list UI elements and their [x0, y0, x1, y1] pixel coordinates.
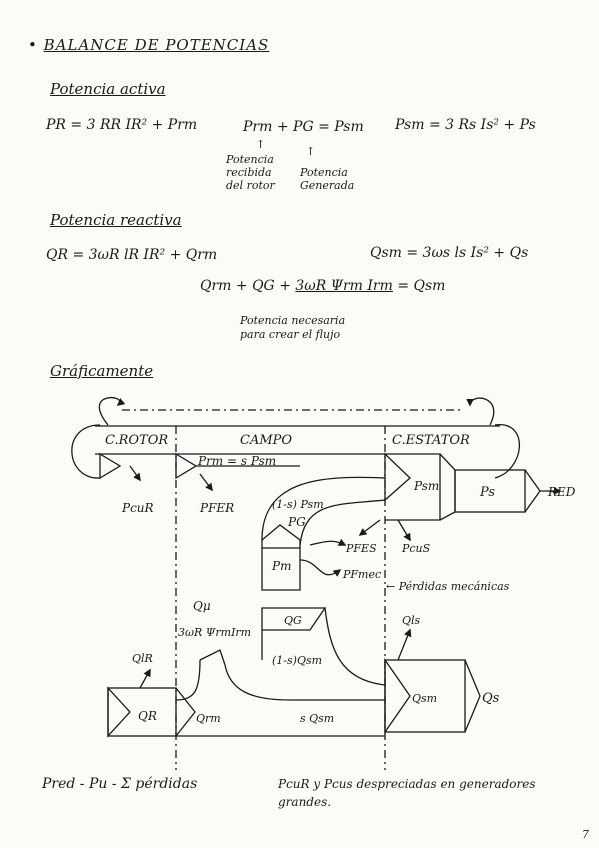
ps-label: Ps	[479, 485, 495, 500]
pfes-label: PFES	[345, 542, 377, 555]
qg-label: QG	[284, 614, 302, 627]
sqsm-label: s Qsm	[300, 712, 334, 725]
left-curve-arrow	[71, 424, 101, 479]
arrow-up-icon: ↑	[306, 145, 316, 158]
qmu-label: Qμ	[193, 599, 211, 613]
note-rotor: Potencia recibida del rotor	[226, 153, 275, 192]
pm-label: Pm	[271, 559, 291, 573]
note-gen: Potencia Generada	[300, 166, 355, 192]
footer-right: PcuR y Pcus despreciadas en generadores …	[278, 777, 536, 809]
stator-label: C.ESTATOR	[392, 433, 470, 448]
active-eq-stator: Psm = 3 Rs Is² + Ps	[395, 117, 536, 133]
prm-label: Prm = s Psm	[197, 454, 276, 468]
rotor-label: C.ROTOR	[105, 433, 168, 448]
pg-label: PG	[287, 515, 306, 529]
reactive-eq-stator: Qsm = 3ωs ls Is² + Qs	[370, 245, 529, 261]
perdidas-label: ← Pérdidas mecánicas	[386, 580, 510, 593]
campo-label: CAMPO	[240, 433, 292, 448]
qs-label: Qs	[482, 691, 500, 706]
footer-left: Pred - Pu - Σ pérdidas	[42, 776, 198, 792]
pcur-label: PcuR	[121, 501, 154, 515]
graph-heading: Gráficamente	[50, 362, 154, 380]
pm-block	[261, 524, 301, 591]
qrm-label: Qrm	[196, 712, 221, 725]
reactive-eq-rotor: QR = 3ωR lR IR² + Qrm	[46, 247, 218, 263]
reactive-note: Potencia necesaria para crear el flujo	[240, 314, 346, 341]
reactive-eq-balance: Qrm + QG + 3ωR Ψrm Irm = Qsm	[200, 278, 446, 294]
qr-label: QR	[138, 709, 157, 723]
page-title-text: BALANCE DE POTENCIAS	[43, 36, 270, 54]
page-number: 7	[582, 828, 589, 841]
arrow-up-icon: ↑	[256, 138, 266, 151]
reactive-heading: Potencia reactiva	[50, 211, 182, 229]
pfer-label: PFER	[199, 501, 234, 515]
active-eq-rotor: PR = 3 RR IR² + Prm	[46, 117, 198, 133]
pg-top-label: (1-s) Psm	[272, 498, 324, 511]
qg-block	[261, 607, 327, 631]
active-eq-balance: Prm + PG = Psm	[243, 119, 364, 135]
pcus-label: PcuS	[401, 542, 431, 555]
qmu-formula-label: 3ωR ΨrmIrm	[178, 626, 251, 639]
qlr-label: QlR	[132, 652, 153, 665]
qsm-label: Qsm	[412, 692, 437, 705]
red-label: RED	[547, 485, 576, 499]
active-heading: Potencia activa	[50, 80, 166, 98]
qg-bottom-label: (1-s)Qsm	[272, 654, 322, 667]
page-title: • BALANCE DE POTENCIAS	[28, 36, 270, 54]
psm-label: Psm	[413, 479, 439, 493]
qls-label: Qls	[402, 614, 421, 627]
pmec-label: PFmec	[342, 568, 381, 581]
right-curve-arrow	[494, 424, 520, 479]
